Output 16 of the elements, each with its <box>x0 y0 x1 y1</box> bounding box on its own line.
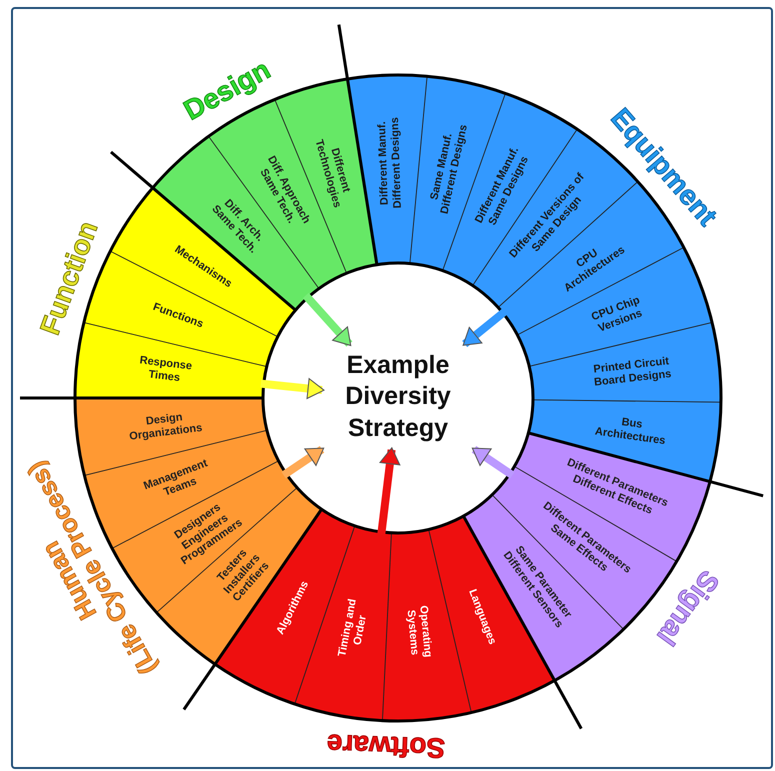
arrow <box>377 447 400 536</box>
arrow <box>281 446 324 479</box>
arrow <box>472 446 515 479</box>
segment-label: Design Organizations <box>116 408 214 445</box>
segment-label: Response Times <box>126 353 204 388</box>
center-label: Example Diversity Strategy <box>344 350 452 444</box>
segment-label: Bus Architectures <box>589 412 672 448</box>
arrow <box>260 378 324 399</box>
segment-label: Same Manuf. Different Designs <box>424 112 472 225</box>
segment-label: Operating Systems <box>403 596 435 668</box>
segment-label: Timing and Order <box>336 592 374 666</box>
arrow <box>302 292 352 347</box>
arrow <box>462 308 508 348</box>
category-title: Software <box>326 729 446 763</box>
segment-label: Printed Circuit Board Designs <box>575 353 688 391</box>
segment-label: Different Manuf. Different Designs <box>376 108 405 218</box>
